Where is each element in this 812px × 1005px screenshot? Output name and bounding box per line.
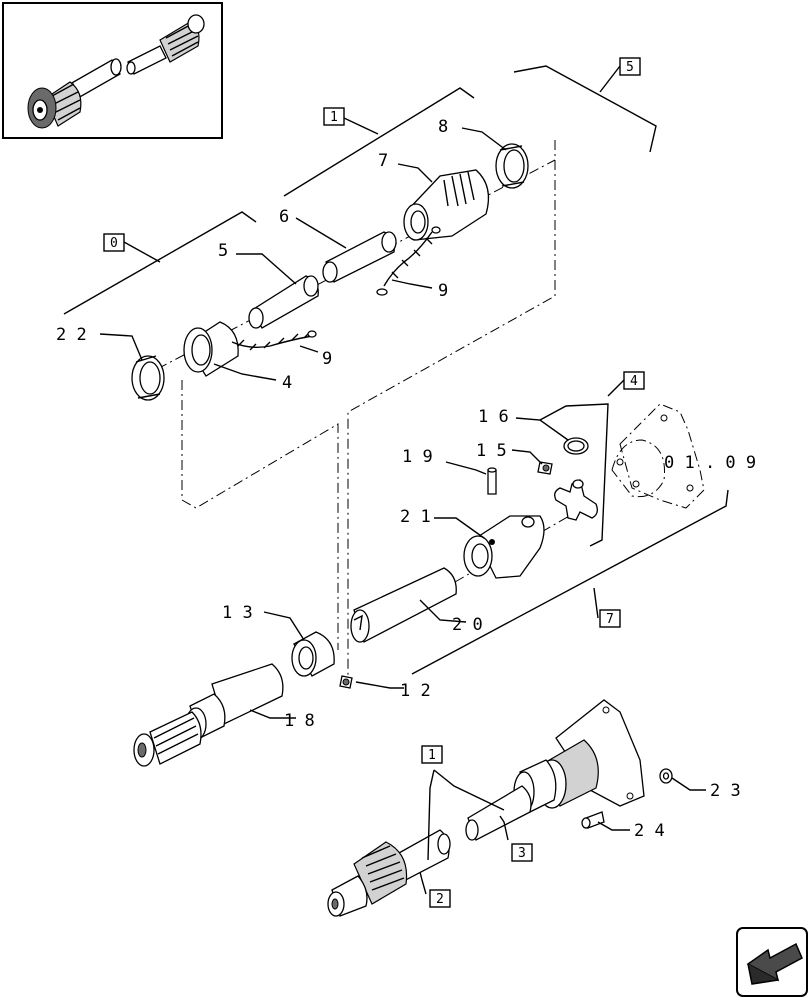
callout-21: 2 1 xyxy=(400,507,431,527)
box-0[interactable]: 0 xyxy=(103,233,125,252)
part-22-clip-ring[interactable] xyxy=(131,355,165,401)
part-13-bearing-sleeve[interactable] xyxy=(291,631,335,677)
part-24-bolt[interactable] xyxy=(581,811,605,829)
svg-text:0: 0 xyxy=(110,236,118,251)
svg-text:2: 2 xyxy=(436,892,444,907)
reference-0109: 0 1 . 0 9 xyxy=(664,453,756,473)
callout-numbers: 2 2 5 6 7 8 9 9 4 1 6 1 5 1 9 2 1 2 0 1 … xyxy=(56,117,756,841)
callout-23: 2 3 xyxy=(710,781,741,801)
part-20-profile-tube[interactable] xyxy=(350,567,457,643)
callout-5: 5 xyxy=(218,241,228,261)
next-page-arrow-icon[interactable] xyxy=(736,927,808,997)
assembly-lines xyxy=(139,140,591,676)
svg-text:7: 7 xyxy=(606,612,614,627)
leader-lines xyxy=(99,127,706,895)
callout-12: 1 2 xyxy=(400,681,431,701)
part-6-outer-tube[interactable] xyxy=(322,231,397,283)
part-7-guard-cone[interactable] xyxy=(376,169,490,296)
part-4-bearing-ring[interactable] xyxy=(183,321,317,377)
callout-7: 7 xyxy=(378,151,388,171)
callout-24: 2 4 xyxy=(634,821,665,841)
lower-drive-shaft-assembly[interactable] xyxy=(327,699,645,917)
box-4[interactable]: 4 xyxy=(623,371,645,390)
callout-8: 8 xyxy=(438,117,448,137)
callout-13: 1 3 xyxy=(222,603,253,623)
callout-22: 2 2 xyxy=(56,325,87,345)
callout-9-upper: 9 xyxy=(438,281,448,301)
box-5[interactable]: 5 xyxy=(619,57,641,76)
svg-text:1: 1 xyxy=(330,110,338,125)
part-8-clip-ring[interactable] xyxy=(495,143,529,189)
box-7[interactable]: 7 xyxy=(599,609,621,628)
overview-thumbnail[interactable] xyxy=(2,2,223,139)
part-16-circlip[interactable] xyxy=(563,437,589,455)
part-19-pin[interactable] xyxy=(487,467,497,495)
part-18-splined-shaft[interactable] xyxy=(133,663,284,767)
box-3[interactable]: 3 xyxy=(511,843,533,862)
callout-16: 1 6 xyxy=(478,407,509,427)
part-23-washer[interactable] xyxy=(659,768,673,784)
callout-6: 6 xyxy=(279,207,289,227)
part-15-grease-nipple[interactable] xyxy=(537,461,553,475)
box-1-bottom[interactable]: 1 xyxy=(421,745,443,764)
svg-text:4: 4 xyxy=(630,374,638,389)
group-brackets xyxy=(63,65,729,675)
part-21-yoke[interactable] xyxy=(463,515,545,579)
callout-19: 1 9 xyxy=(402,447,433,467)
callout-20: 2 0 xyxy=(452,615,483,635)
svg-text:3: 3 xyxy=(518,846,526,861)
box-1-top[interactable]: 1 xyxy=(323,107,345,126)
box-2[interactable]: 2 xyxy=(429,889,451,908)
callout-9-lower: 9 xyxy=(322,349,332,369)
part-12-grease-nipple[interactable] xyxy=(339,675,353,689)
callout-4: 4 xyxy=(282,373,292,393)
part-5-inner-tube[interactable] xyxy=(248,275,319,329)
callout-18: 1 8 xyxy=(284,711,315,731)
cross-spider[interactable] xyxy=(554,479,598,521)
svg-text:5: 5 xyxy=(626,60,634,75)
svg-text:1: 1 xyxy=(428,748,436,763)
boxed-callouts: 0 1 5 4 7 1 3 2 xyxy=(103,57,645,908)
flange-housing[interactable] xyxy=(611,403,705,509)
callout-15: 1 5 xyxy=(476,441,507,461)
